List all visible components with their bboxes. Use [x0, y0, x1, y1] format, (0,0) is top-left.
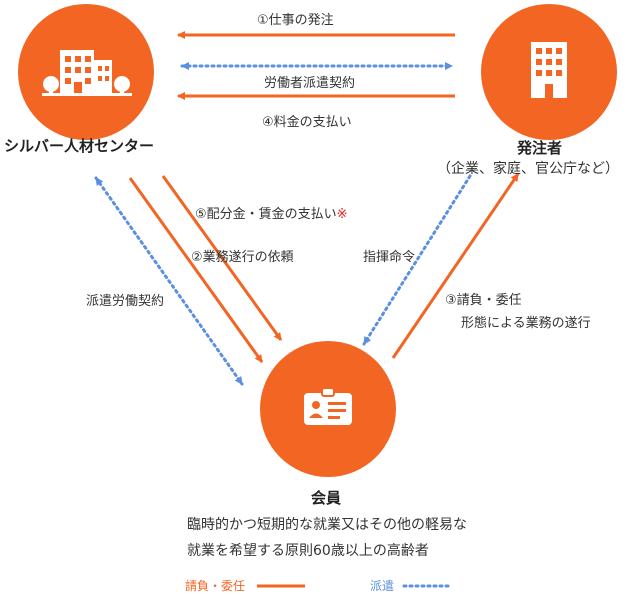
member-desc-line2: 就業を希望する原則60歳以上の高齢者 — [187, 543, 429, 559]
client-circle — [481, 4, 617, 140]
office-tower-icon — [531, 42, 567, 98]
request-work-label: ②業務遂行の依頼 — [191, 250, 294, 265]
contract-label-line2: 形態による業務の遂行 — [461, 316, 591, 331]
order-work-label: ①仕事の発注 — [257, 13, 334, 28]
id-card-icon — [304, 387, 352, 425]
legend-solid-label: 請負・委任 — [185, 579, 246, 593]
contract-label-line1: ③請負・委任 — [445, 293, 522, 308]
pay-fee-label: ④料金の支払い — [262, 115, 352, 130]
silver-center-label: シルバー人材センター — [4, 137, 155, 155]
member-desc-line1: 臨時的かつ短期的な就業又はその他の軽易な — [187, 517, 467, 533]
pay-wages-text: ⑤配分金・賃金の支払い — [195, 207, 337, 222]
arrow-pay-wages — [161, 175, 283, 341]
member-circle — [260, 341, 396, 477]
member-label: 会員 — [311, 489, 342, 507]
command-label: 指揮命令 — [363, 250, 416, 265]
office-buildings-icon — [42, 50, 132, 96]
pay-wages-note-mark: ※ — [336, 207, 348, 222]
dispatch-contract-top-label: 労働者派遣契約 — [264, 76, 356, 91]
arrow-command — [362, 174, 472, 346]
dispatch-contract-left-label: 派遣労働契約 — [86, 294, 165, 309]
arrow-dispatch-labor-contract — [94, 176, 244, 386]
client-label: 発注者 — [517, 139, 563, 157]
legend-dotted-label: 派遣 — [370, 579, 395, 593]
pay-wages-label: ⑤配分金・賃金の支払い※ — [195, 203, 348, 222]
arrow-contract-work — [391, 173, 520, 359]
silver-center-circle — [18, 4, 154, 140]
client-sub-label: （企業、家庭、官公庁など） — [437, 161, 619, 177]
arrow-request-work — [128, 177, 264, 363]
